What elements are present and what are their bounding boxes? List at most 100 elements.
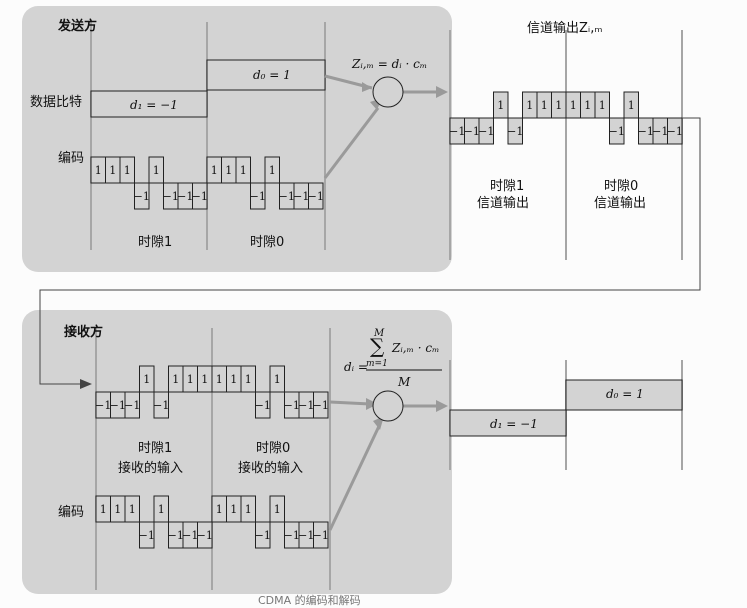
- receiver-code-slot0-chip-7: [313, 521, 329, 549]
- channel-slot0-chip-label-7: −1: [667, 125, 683, 138]
- recv-arrow-head-out: [436, 400, 448, 412]
- sender-code-label: 编码: [58, 151, 84, 166]
- sender-code-slot0-chip-label-4: 1: [269, 164, 276, 177]
- channel-slot0-line2: 信道输出: [594, 195, 646, 211]
- receiver-code-slot0-chip-label-6: −1: [298, 529, 314, 542]
- receiver-slot0-chip-label-7: −1: [313, 399, 329, 412]
- receiver-slot0-chip-2: [240, 365, 256, 393]
- sender-code-slot1-chip-label-2: 1: [124, 164, 131, 177]
- channel-slot0-chip-label-3: −1: [609, 125, 625, 138]
- receiver-code-slot1-chip-label-1: 1: [114, 503, 121, 516]
- decode-formula-den: M: [397, 375, 411, 389]
- receiver-slot0-chip-label-3: −1: [255, 399, 271, 412]
- sender-code-slot1-chip-label-3: −1: [134, 190, 150, 203]
- channel-slot1-chip-3: [493, 91, 509, 119]
- receiver-code-slot0-chip-label-4: 1: [274, 503, 281, 516]
- receiver-code-slot0-chip-label-1: 1: [230, 503, 237, 516]
- channel-slot0-chip-label-6: −1: [652, 125, 668, 138]
- receiver-code-slot0-chip-label-2: 1: [245, 503, 252, 516]
- channel-to-receiver-line: [39, 117, 701, 385]
- sender-code-slot0-chip-label-6: −1: [293, 190, 309, 203]
- receiver-code-slot1-chip-label-6: −1: [182, 529, 198, 542]
- recv-bit-d0: [565, 379, 683, 411]
- receiver-code-slot0-chip-3: [255, 521, 271, 549]
- receiver-code-slot1-chip-label-0: 1: [100, 503, 107, 516]
- receiver-slot0-chip-label-2: 1: [245, 373, 252, 386]
- decode-formula-sum: ∑: [370, 334, 385, 358]
- receiver-slot1-chip-label-0: −1: [95, 399, 111, 412]
- receiver-code-slot0-chip-4: [269, 495, 285, 523]
- channel-output-label: 信道输出Zᵢ,ₘ: [527, 20, 602, 36]
- channel-slot1-chip-label-6: 1: [541, 99, 548, 112]
- receiver-slot1-chip-label-6: 1: [187, 373, 194, 386]
- receiver-slot0-chip-label-4: 1: [274, 373, 281, 386]
- receiver-slot1-chip-label-2: −1: [124, 399, 140, 412]
- receiver-code-slot0-chip-label-0: 1: [216, 503, 223, 516]
- channel-slot0-chip-label-5: −1: [638, 125, 654, 138]
- sender-code-slot1-chip-label-6: −1: [177, 190, 193, 203]
- correlator-circle: [372, 390, 404, 422]
- channel-slot0-chip-4: [623, 91, 639, 119]
- receiver-arrows: [328, 400, 440, 531]
- sender-code-slot1-chip-label-1: 1: [109, 164, 116, 177]
- receiver-slot0-chip-4: [269, 365, 285, 393]
- sender-code-slot0-chip-label-1: 1: [225, 164, 232, 177]
- sender-code-slot1-chip-label-5: −1: [163, 190, 179, 203]
- sender-code-slot1-chip-4: [148, 156, 164, 184]
- sender-code-slot1-chip-label-0: 1: [95, 164, 102, 177]
- channel-slot0-chip-label-1: 1: [584, 99, 591, 112]
- multiplier-circle: [372, 76, 404, 108]
- receiver-slot0-chip-7: [313, 391, 329, 419]
- sender-panel: [22, 6, 452, 272]
- receiver-slot1-chip-label-4: −1: [153, 399, 169, 412]
- channel-slot0-chip-2: [594, 91, 610, 119]
- receiver-code-slot1-chip-label-3: −1: [139, 529, 155, 542]
- channel-slot1-chip-label-2: −1: [478, 125, 494, 138]
- receiver-slot0-chip-label-6: −1: [298, 399, 314, 412]
- sender-code-slot0-chip-7: [308, 182, 324, 210]
- sender-code-slot0-chip-3: [250, 182, 266, 210]
- sender-code-slot1-chip-3: [134, 182, 150, 210]
- receiver-slot1-line1: 时隙1: [138, 441, 172, 456]
- arrow-head-out: [436, 86, 448, 98]
- receiver-slot1-chip-label-1: −1: [110, 399, 126, 412]
- channel-slot0-chip-7: [667, 117, 683, 145]
- sender-code-slot1-chip-label-7: −1: [192, 190, 208, 203]
- d1-label: d₁ = −1: [130, 98, 178, 112]
- figure-caption: CDMA 的编码和解码: [258, 593, 361, 607]
- receiver-slot0-chip-label-0: 1: [216, 373, 223, 386]
- channel-slot1-chip-label-3: 1: [497, 99, 504, 112]
- recv-bit-d1: [449, 409, 567, 437]
- receiver-code-slot0-chip-label-7: −1: [313, 529, 329, 542]
- channel-slot0-chip-3: [609, 117, 625, 145]
- sender-code-slot0-chip-label-2: 1: [240, 164, 247, 177]
- receiver-slot1-chip-2: [124, 391, 140, 419]
- receiver-code-slot1-chip-label-5: −1: [168, 529, 184, 542]
- channel-slot0-chip-label-4: 1: [628, 99, 635, 112]
- receiver-slot0-chip-label-1: 1: [230, 373, 237, 386]
- sender-code-slot1-chip-7: [192, 182, 208, 210]
- receiver-code-slot1-chip-label-4: 1: [158, 503, 165, 516]
- sender-code-slot0-chip-label-5: −1: [279, 190, 295, 203]
- channel-formula: Zᵢ,ₘ = dᵢ · cₘ: [351, 57, 427, 71]
- data-bit-d0: [206, 59, 326, 91]
- decode-formula-bottom: m=1: [366, 359, 388, 369]
- channel-slot1-chip-label-1: −1: [464, 125, 480, 138]
- channel-slot0-chip-label-2: 1: [599, 99, 606, 112]
- decode-formula-term: Zᵢ,ₘ · cₘ: [391, 341, 439, 355]
- receiver-slot0-line2: 接收的输入: [238, 460, 303, 476]
- receiver-slot0-chip-label-5: −1: [284, 399, 300, 412]
- receiver-code-slot1-chip-label-7: −1: [197, 529, 213, 542]
- sender-slot0-label: 时隙0: [250, 235, 284, 250]
- receiver-slot1-chip-label-7: 1: [201, 373, 208, 386]
- receiver-code-label: 编码: [58, 505, 84, 520]
- receiver-slot1-chip-label-5: 1: [172, 373, 179, 386]
- channel-slot1-chip-label-0: −1: [449, 125, 465, 138]
